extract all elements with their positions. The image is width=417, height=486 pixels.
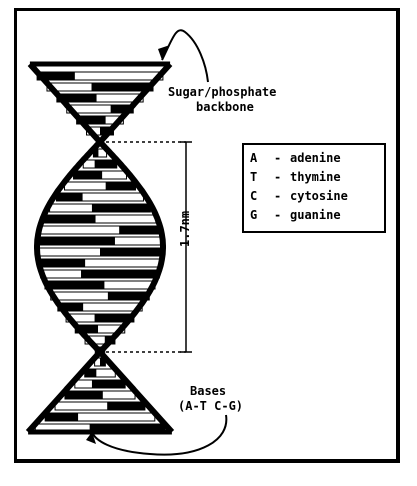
measurement-label: 1.7nm (178, 211, 192, 247)
bases-label-line1: Bases (190, 384, 226, 398)
base-segment-dark (45, 413, 78, 421)
legend-separator: - (274, 149, 290, 168)
legend-letter: C (250, 187, 274, 206)
base-segment-dark (81, 270, 159, 278)
base-segment-dark (107, 402, 145, 410)
base-segment-dark (119, 226, 160, 234)
legend-letter: G (250, 206, 274, 225)
base-segment-dark (38, 259, 85, 267)
legend-row-cytosine: C-cytosine (250, 187, 378, 206)
base-segment-dark (44, 215, 95, 223)
legend-separator: - (274, 187, 290, 206)
base-segment-dark (95, 160, 117, 168)
legend-separator: - (274, 206, 290, 225)
base-segment-dark (65, 391, 103, 399)
backbone-label-line2: backbone (196, 100, 254, 114)
bases-label-line2: (A-T C-G) (178, 399, 243, 413)
legend-name: adenine (290, 149, 341, 168)
legend-row-adenine: A-adenine (250, 149, 378, 168)
base-segment-dark (74, 171, 103, 179)
base-segment-dark (106, 182, 136, 190)
base-segment-dark (92, 380, 125, 388)
base-segment-dark (56, 193, 82, 201)
base-pair-rungs (35, 72, 164, 432)
backbone-label-line1: Sugar/phosphate (168, 85, 276, 99)
legend-separator: - (274, 168, 290, 187)
legend-letter: A (250, 149, 274, 168)
legend-name: thymine (290, 168, 341, 187)
base-segment-dark (100, 248, 163, 256)
backbone-pointer-arrow (162, 30, 208, 82)
legend-row-thymine: T-thymine (250, 168, 378, 187)
base-segment-dark (92, 204, 150, 212)
base-segment-dark (38, 237, 115, 245)
legend-name: cytosine (290, 187, 348, 206)
legend-row-guanine: G-guanine (250, 206, 378, 225)
base-segment-dark (45, 281, 104, 289)
legend-name: guanine (290, 206, 341, 225)
legend-letter: T (250, 168, 274, 187)
